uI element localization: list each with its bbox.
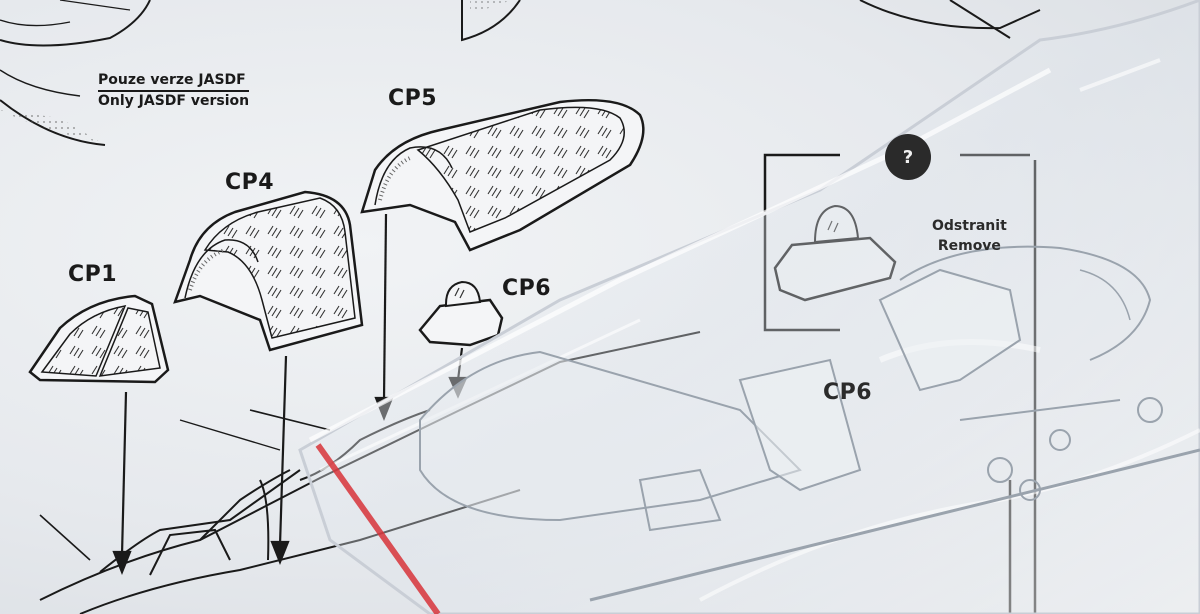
- cp1-canopy: [28, 294, 170, 384]
- label-cp4: CP4: [225, 170, 275, 195]
- jasdf-note: Pouze verze JASDF Only JASDF version: [98, 72, 250, 110]
- remove-note: Odstranit Remove: [932, 216, 1007, 256]
- clear-sprue: [419, 245, 1200, 602]
- note-line-english: Only JASDF version: [98, 93, 250, 109]
- remove-line-english: Remove: [937, 238, 1001, 254]
- cp4-canopy: [173, 190, 364, 352]
- red-tape: [315, 443, 441, 614]
- note-line-czech: Pouze verze JASDF: [98, 72, 250, 92]
- remove-line-czech: Odstranit: [932, 218, 1007, 234]
- top-middle-drawing: [461, 0, 1041, 42]
- label-cp1: CP1: [68, 262, 118, 287]
- cp5-canopy: [360, 98, 645, 252]
- label-cp5: CP5: [388, 86, 438, 111]
- label-cp6-sprue: CP6: [823, 380, 873, 405]
- question-badge: ?: [885, 134, 931, 180]
- top-left-drawing: [0, 0, 151, 146]
- label-cp6: CP6: [502, 276, 552, 301]
- cp6-part: [418, 280, 504, 347]
